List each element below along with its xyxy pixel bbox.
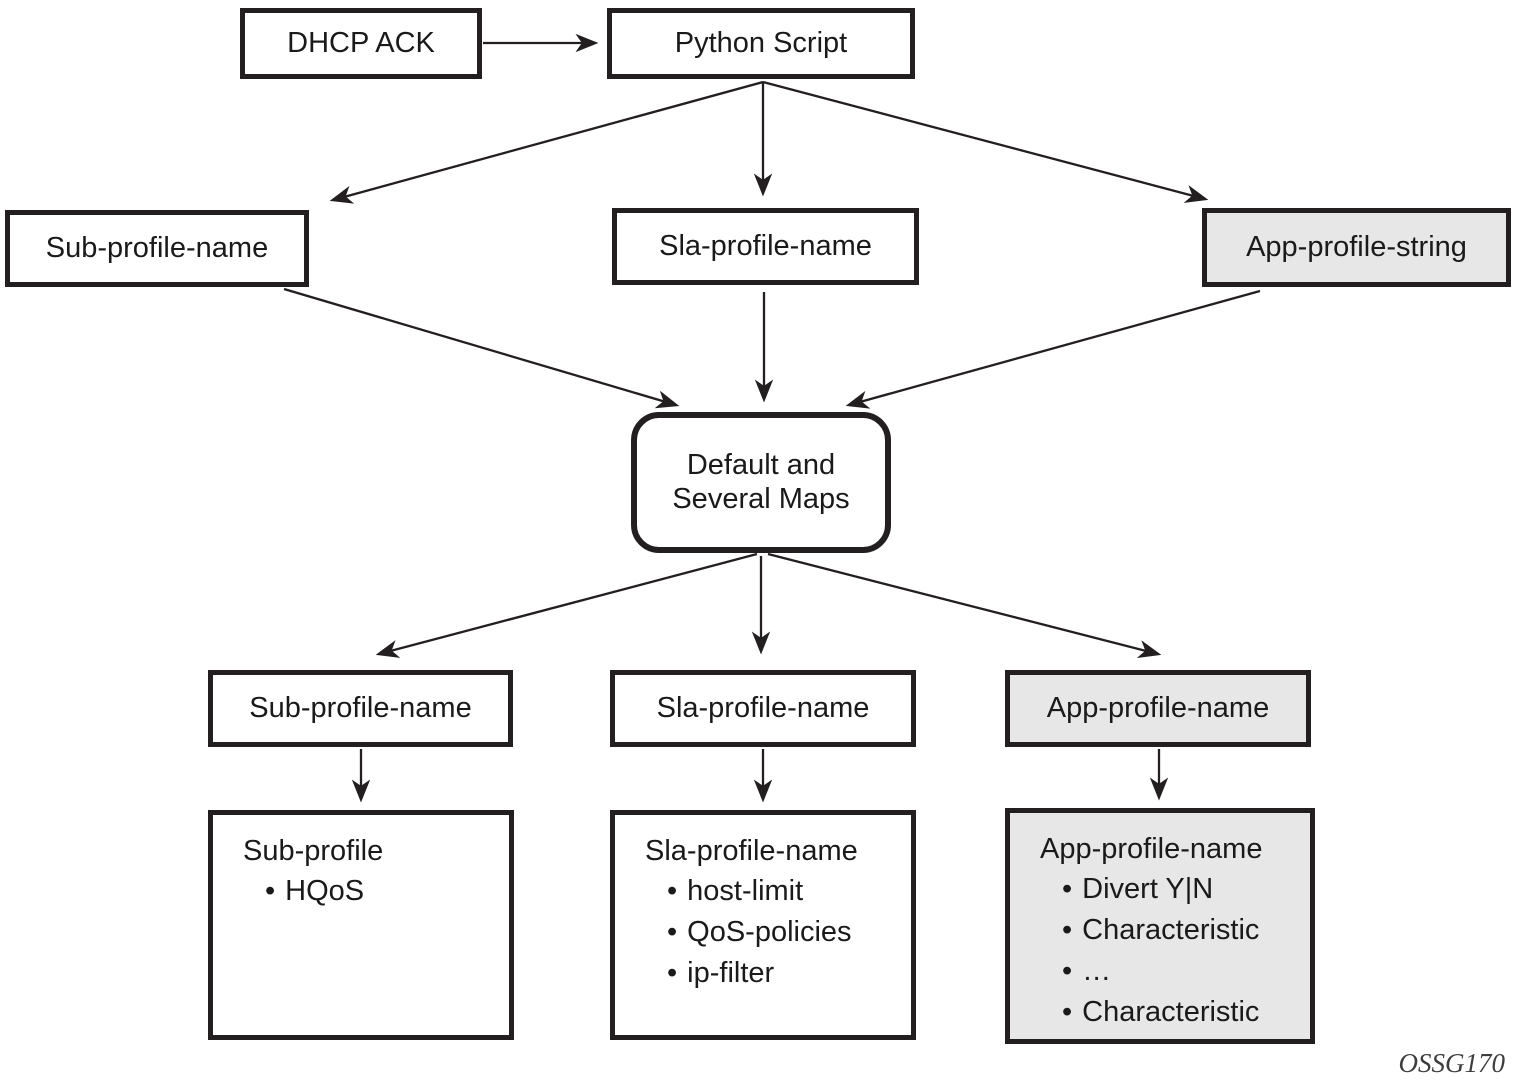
node-sub-profile-name-mid-label: Sub-profile-name [249, 691, 472, 724]
bullet-text: ip-filter [687, 957, 775, 989]
bullet-text: QoS-policies [687, 916, 852, 948]
node-sla-profile-name-top-label: Sla-profile-name [659, 229, 872, 262]
node-sub-profile-name-top-label: Sub-profile-name [45, 231, 269, 264]
bullet-item: • Characteristic [1040, 910, 1259, 951]
bullet-dot-icon: • [667, 916, 678, 948]
bullet-text: Divert Y|N [1082, 873, 1214, 905]
figure-id-label: OSSG170 [1398, 1048, 1506, 1078]
bullet-item: • HQoS [243, 871, 364, 912]
bullet-item: • ip-filter [645, 953, 774, 994]
node-app-profile-detail: App-profile-name • Divert Y|N • Characte… [1005, 808, 1315, 1044]
detail-title: Sla-profile-name [645, 835, 858, 867]
node-app-profile-name-mid-label: App-profile-name [1046, 691, 1270, 724]
node-app-profile-name-mid: App-profile-name [1005, 670, 1311, 747]
bullet-text: Characteristic [1082, 996, 1260, 1028]
node-sub-profile-detail: Sub-profile • HQoS [208, 810, 514, 1040]
bullet-item: • host-limit [645, 871, 803, 912]
node-default-and-several-maps: Default and Several Maps [631, 412, 891, 553]
arrow-maps-to-appmid [767, 552, 1162, 659]
bullet-dot-icon: • [667, 875, 678, 907]
bullet-dot-icon: • [1062, 955, 1073, 987]
bullet-item: • Characteristic [1040, 992, 1259, 1033]
node-dhcp-ack-label: DHCP ACK [287, 26, 435, 59]
node-sla-profile-name-top: Sla-profile-name [612, 208, 919, 285]
node-sla-profile-name-mid-label: Sla-profile-name [656, 691, 870, 724]
node-sub-profile-name-mid: Sub-profile-name [208, 670, 513, 747]
arrow-python-to-appstring [762, 80, 1209, 203]
bullet-text: Characteristic [1082, 914, 1260, 946]
bullet-item: • QoS-policies [645, 912, 852, 953]
node-sla-profile-detail: Sla-profile-name • host-limit • QoS-poli… [610, 810, 916, 1040]
detail-title: Sub-profile [243, 835, 384, 867]
bullet-text: HQoS [285, 875, 365, 907]
bullet-dot-icon: • [1062, 996, 1073, 1028]
arrow-appstring-to-maps [845, 289, 1261, 409]
node-default-maps-line2: Several Maps [672, 482, 850, 515]
bullet-dot-icon: • [1062, 873, 1073, 905]
arrow-subtop-to-maps [283, 287, 680, 409]
arrow-python-to-subtop [329, 80, 764, 204]
bullet-text: … [1082, 955, 1112, 987]
arrow-maps-to-submid [375, 552, 758, 658]
node-app-profile-string: App-profile-string [1202, 208, 1511, 287]
node-sub-profile-name-top: Sub-profile-name [5, 210, 309, 287]
bullet-item: • … [1040, 951, 1111, 992]
node-default-maps-line1: Default and [686, 449, 836, 482]
node-sla-profile-name-mid: Sla-profile-name [610, 670, 916, 747]
node-app-profile-string-label: App-profile-string [1246, 230, 1467, 263]
node-python-script-label: Python Script [674, 26, 848, 59]
bullet-item: • Divert Y|N [1040, 869, 1213, 910]
node-python-script: Python Script [607, 8, 915, 79]
node-dhcp-ack: DHCP ACK [240, 8, 482, 79]
bullet-text: host-limit [687, 875, 804, 907]
bullet-dot-icon: • [667, 957, 678, 989]
bullet-dot-icon: • [265, 875, 276, 907]
bullet-dot-icon: • [1062, 914, 1073, 946]
detail-title: App-profile-name [1040, 833, 1263, 865]
